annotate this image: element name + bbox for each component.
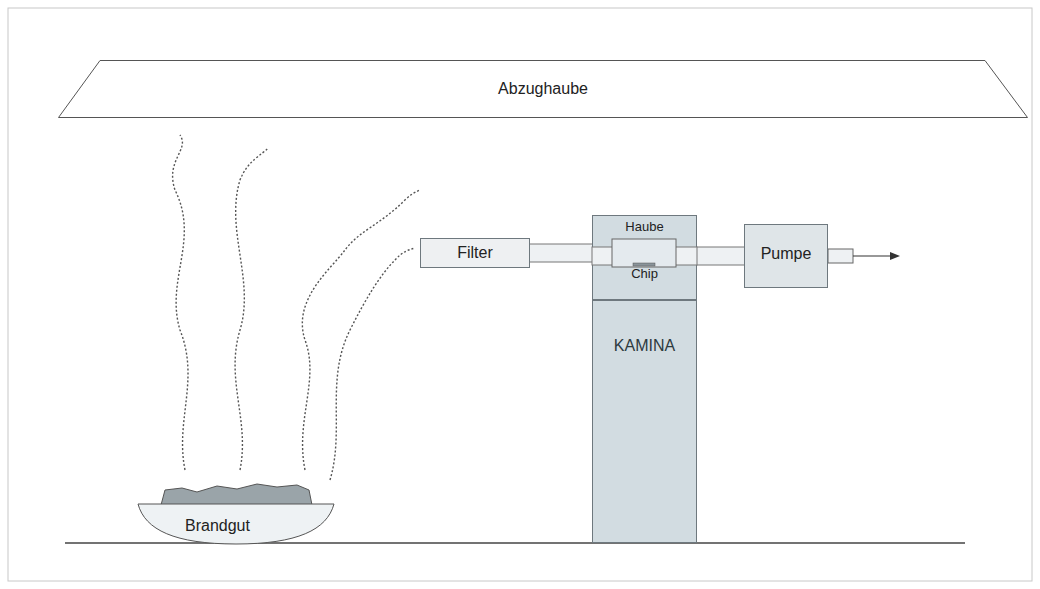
tube-connector [697,247,744,265]
outlet-stub [828,249,853,263]
crucible-bowl: Brandgut [137,480,335,545]
hood-chamber: HaubeChip [592,215,697,300]
filter-box: Filter [420,238,530,268]
pump-box: Pumpe [744,224,828,288]
frame [8,8,1032,581]
smoke [173,135,420,480]
node-label: Abzughaube [498,80,588,98]
node-label: Chip [631,267,658,282]
kamina-box: KAMINA [592,300,697,543]
outlet-arrow [853,255,893,256]
arrow-head [890,252,900,260]
node-label: KAMINA [614,337,675,355]
floor-line [65,542,965,544]
crucible-bowl-outline [137,480,335,545]
node-label: Haube [625,220,663,235]
hood-trapezoid: Abzughaube [58,60,1028,118]
node-label: Brandgut [185,517,250,535]
node-label: Pumpe [761,245,812,263]
tube-connector [530,244,592,262]
node-label: Filter [457,244,493,262]
